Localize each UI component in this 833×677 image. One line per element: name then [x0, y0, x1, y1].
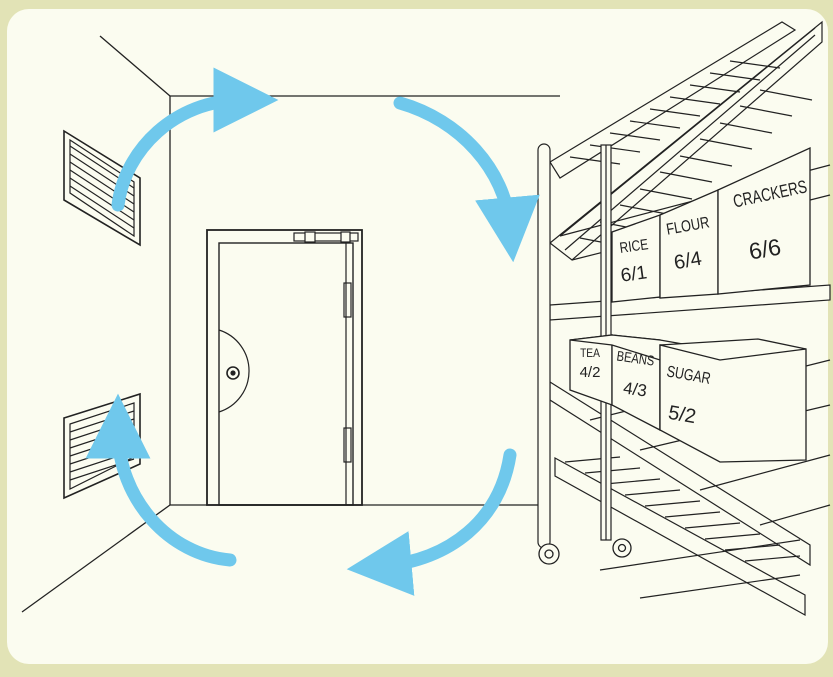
airflow-arrow-icon	[118, 100, 510, 566]
box-label-tea: TEA	[573, 346, 607, 360]
box-code-tea: 4/2	[570, 364, 610, 381]
caster-wheel-icon	[539, 539, 631, 564]
door-icon	[207, 230, 362, 505]
shelf-icon	[538, 22, 830, 615]
upper-vent-icon	[64, 131, 140, 245]
